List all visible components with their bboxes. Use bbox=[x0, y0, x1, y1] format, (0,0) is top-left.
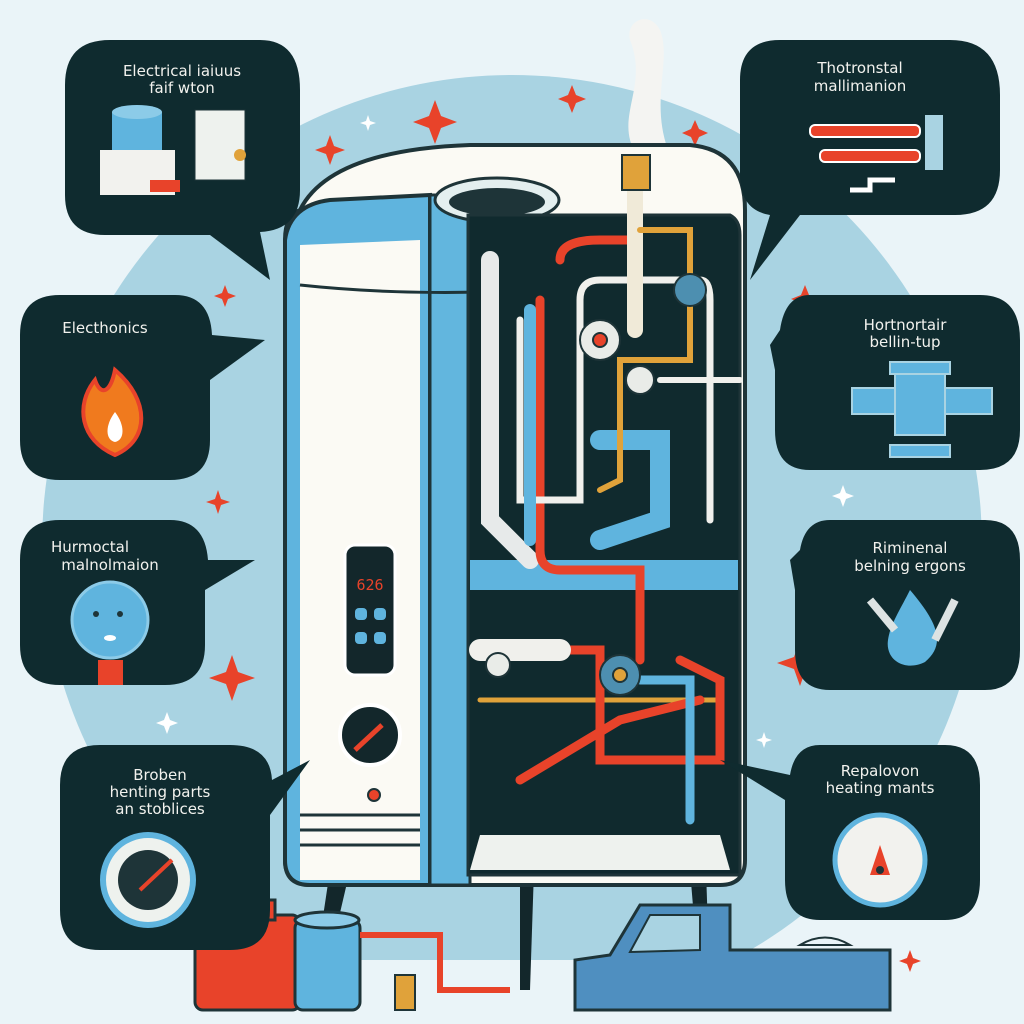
electrical-components-icon bbox=[100, 105, 246, 195]
water-tank bbox=[293, 910, 362, 1012]
indicator-light bbox=[367, 788, 381, 802]
svg-text:Hurmoctal: Hurmoctal bbox=[51, 538, 129, 556]
svg-text:Broben: Broben bbox=[133, 766, 187, 784]
sparkle-icon bbox=[315, 135, 345, 165]
control-button[interactable] bbox=[374, 608, 386, 620]
pressure-gauge-icon bbox=[832, 812, 928, 908]
hose bbox=[360, 932, 510, 993]
heating-element-icon bbox=[809, 115, 943, 193]
control-button[interactable] bbox=[355, 632, 367, 644]
svg-text:an stoblices: an stoblices bbox=[115, 800, 205, 818]
svg-text:Electrical iaiuus: Electrical iaiuus bbox=[123, 62, 241, 80]
callout-hurmoctal: Hurmoctal malnolmaion bbox=[20, 520, 255, 685]
sparkle-icon bbox=[899, 950, 921, 972]
svg-text:belning ergons: belning ergons bbox=[854, 557, 966, 575]
callout-hortnortair: Hortnortair bellin-tup bbox=[770, 295, 1020, 470]
svg-text:faif wton: faif wton bbox=[149, 79, 215, 97]
svg-text:Thotronstal: Thotronstal bbox=[816, 59, 902, 77]
sparkle-icon bbox=[682, 120, 708, 146]
bottom-vents bbox=[300, 813, 420, 847]
callout-electrical: Electrical iaiuus faif wton bbox=[65, 40, 300, 280]
callout-repalovon: Repalovon heating mants bbox=[720, 745, 980, 920]
callout-thermostat-top: Thotronstal mallimanion bbox=[740, 40, 1000, 280]
svg-text:Riminenal: Riminenal bbox=[873, 539, 948, 557]
svg-text:Electhonics: Electhonics bbox=[62, 319, 148, 337]
small-canister bbox=[394, 974, 416, 1011]
water-heater: 626 bbox=[283, 143, 747, 887]
sad-thermostat-icon bbox=[70, 580, 150, 685]
steam bbox=[628, 19, 668, 161]
control-panel bbox=[343, 543, 397, 677]
svg-text:Repalovon: Repalovon bbox=[841, 762, 920, 780]
svg-text:malnolmaion: malnolmaion bbox=[61, 556, 158, 574]
water-drop-wrench-icon bbox=[866, 590, 959, 666]
control-button[interactable] bbox=[374, 632, 386, 644]
white-sparkles bbox=[156, 115, 854, 748]
sparkle-icon bbox=[214, 285, 236, 307]
pipe-fitting-icon bbox=[851, 361, 993, 458]
callout-riminenal: Riminenal belning ergons bbox=[790, 520, 1020, 690]
callout-broken: Broben henting parts an stoblices bbox=[60, 745, 310, 950]
internal-pipes bbox=[469, 162, 743, 825]
pickup-truck bbox=[573, 903, 892, 1012]
svg-text:bellin-tup: bellin-tup bbox=[869, 333, 940, 351]
svg-text:Hortnortair: Hortnortair bbox=[864, 316, 948, 334]
gauge-icon bbox=[100, 832, 196, 928]
valves bbox=[485, 154, 707, 696]
svg-text:henting parts: henting parts bbox=[110, 783, 211, 801]
sparkle-icon bbox=[413, 100, 457, 144]
callout-electronics: Electhonics bbox=[20, 295, 265, 480]
temperature-display: 626 bbox=[356, 576, 383, 594]
control-button[interactable] bbox=[355, 608, 367, 620]
svg-text:mallimanion: mallimanion bbox=[814, 77, 906, 95]
sparkle-icon bbox=[558, 85, 586, 113]
svg-text:heating mants: heating mants bbox=[826, 779, 935, 797]
internal-shelf bbox=[470, 560, 738, 590]
flame-icon bbox=[81, 366, 144, 458]
sparkle-icon bbox=[209, 655, 255, 701]
sparkle-icon bbox=[206, 490, 230, 514]
